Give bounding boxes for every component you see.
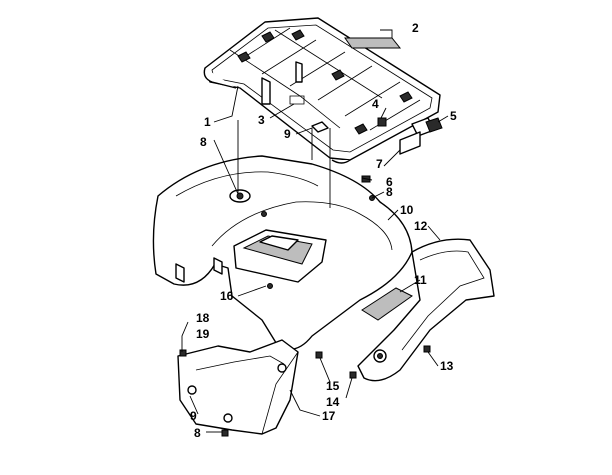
- leader-lines: [181, 29, 449, 433]
- decal-2: [344, 37, 402, 49]
- callout-3: 3: [258, 113, 265, 127]
- callout-7: 7: [376, 157, 383, 171]
- decal-11: [361, 287, 413, 321]
- callout-13: 13: [440, 359, 454, 373]
- mud-flap: [177, 339, 299, 435]
- side-panel: [357, 238, 495, 382]
- bolt-4: [377, 117, 387, 127]
- callout-11: 11: [414, 273, 427, 287]
- callout-2: 2: [412, 21, 419, 35]
- callout-4: 4: [372, 97, 379, 111]
- decal-3: [289, 95, 305, 105]
- callout-18: 18: [196, 311, 210, 325]
- callout-5: 5: [450, 109, 457, 123]
- callout-17: 17: [322, 409, 336, 423]
- bracket-7: [399, 131, 421, 155]
- fastener-14: [349, 371, 357, 379]
- callout-19: 19: [196, 327, 210, 341]
- callout-8-lower: 8: [194, 426, 201, 440]
- callout-15: 15: [326, 379, 340, 393]
- callout-12: 12: [414, 219, 428, 233]
- fastener-19: [179, 349, 187, 357]
- callout-6: 6: [386, 175, 393, 189]
- callout-8-mid: 8: [386, 185, 393, 199]
- rear-fender: [152, 155, 413, 350]
- clip-9-top: [311, 121, 329, 133]
- callout-1: 1: [204, 115, 211, 129]
- fastener-13: [423, 345, 431, 353]
- fastener-15: [315, 351, 323, 359]
- callout-14: 14: [326, 395, 340, 409]
- callout-9-lower: 9: [190, 409, 197, 423]
- callout-8-upper: 8: [200, 135, 207, 149]
- fastener-8-bottom: [221, 429, 229, 437]
- callout-9-upper: 9: [284, 127, 291, 141]
- callout-10: 10: [400, 203, 414, 217]
- callout-labels: 1 2 3 4 5 6 7 8 8 8 9 9 10 11 12 13 14 1…: [190, 21, 457, 440]
- callout-16: 16: [220, 289, 234, 303]
